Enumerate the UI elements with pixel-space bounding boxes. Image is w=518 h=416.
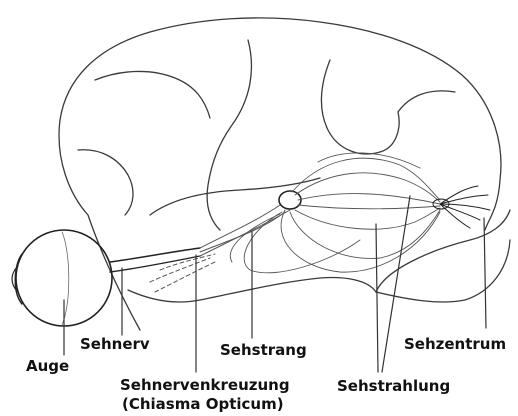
optic-chiasm-and-tract <box>150 205 290 292</box>
label-chiasma-opticum: (Chiasma Opticum) <box>122 396 284 413</box>
visual-cortex-fan <box>433 186 490 228</box>
label-sehstrahlung: Sehstrahlung <box>337 378 450 395</box>
label-auge: Auge <box>26 358 69 375</box>
optic-nerve <box>110 248 200 272</box>
label-sehzentrum: Sehzentrum <box>404 336 506 353</box>
inner-temporal-fold <box>150 178 320 215</box>
label-sehstrang: Sehstrang <box>220 342 307 359</box>
parietal-fold <box>398 91 455 112</box>
central-sulcus <box>207 40 251 230</box>
cerebrum-outline <box>59 18 501 330</box>
label-sehnerv: Sehnerv <box>80 336 150 353</box>
frontal-sulcus <box>95 71 210 118</box>
lateral-sulcus-upper <box>321 60 399 154</box>
label-sehnervenkreuzung: Sehnervenkreuzung <box>120 377 290 394</box>
pointer-sehstrahlung-1 <box>376 224 378 372</box>
frontal-fold <box>78 150 133 215</box>
optic-radiation-fibers <box>230 153 440 273</box>
eye <box>12 230 112 326</box>
